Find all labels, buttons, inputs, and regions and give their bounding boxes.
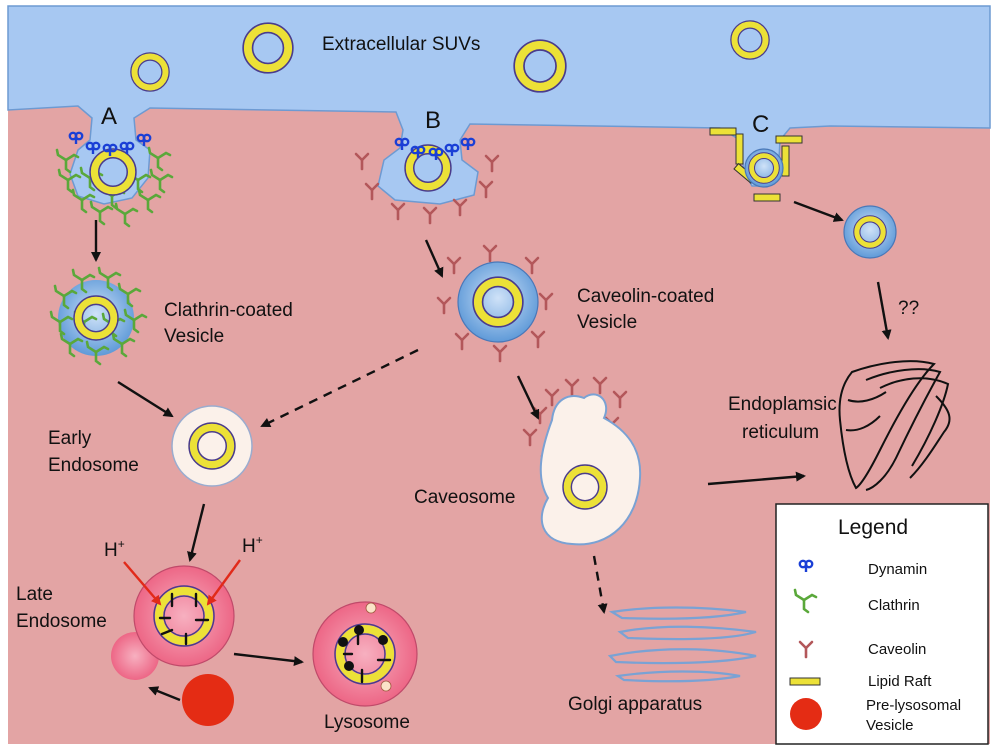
pathway-c-label: C xyxy=(752,111,769,138)
arrow-caveolin-to-early xyxy=(260,348,419,428)
clathrin-vesicle-label-2: Vesicle xyxy=(164,326,224,347)
pathway-a-label: A xyxy=(101,103,117,130)
legend-title: Legend xyxy=(838,516,908,539)
pre-lysosomal-vesicle-icon xyxy=(790,698,822,730)
caveosome-label: Caveosome xyxy=(414,487,515,508)
lipid-raft-pit xyxy=(709,127,803,202)
caveolin-coated-vesicle xyxy=(436,244,554,363)
arrow-early-to-late xyxy=(187,503,206,562)
pathway-b-label: B xyxy=(425,107,441,134)
legend-item-clathrin: Clathrin xyxy=(868,597,920,614)
legend-item-dynamin: Dynamin xyxy=(868,561,927,578)
legend-item-lipid-raft: Lipid Raft xyxy=(868,673,932,690)
caveolin-vesicle-label-1: Caveolin-coated xyxy=(577,286,714,307)
lipid-raft-icon xyxy=(789,677,821,686)
proton-label-left: H+ xyxy=(104,537,125,561)
legend-item-caveolin: Caveolin xyxy=(868,641,926,658)
arrow-raft-pit-to-vesicle xyxy=(793,200,844,222)
early-endosome xyxy=(171,405,253,487)
pre-lysosomal-vesicle xyxy=(182,674,234,726)
legend: Legend Dynamin Clathrin Caveolin Lipid R… xyxy=(775,503,989,745)
late-endosome xyxy=(111,565,235,680)
er-label-2: reticulum xyxy=(742,422,819,443)
late-endosome-label-1: Late xyxy=(16,584,53,605)
arrow-caveolin-to-caveosome xyxy=(516,375,540,420)
arrow-caveolin-pit-to-vesicle xyxy=(424,239,444,278)
caveosome xyxy=(522,376,642,546)
clathrin-coated-vesicle xyxy=(49,266,148,366)
lysosome xyxy=(312,601,418,707)
proton-label-right: H+ xyxy=(242,533,263,557)
late-endosome-label-2: Endosome xyxy=(16,611,107,632)
pathway-arrows xyxy=(91,200,892,702)
legend-item-pre-lysosomal-2: Vesicle xyxy=(866,717,914,734)
early-endosome-label-1: Early xyxy=(48,428,92,449)
unknown-pathway-label: ?? xyxy=(898,298,919,319)
proton-arrow-left xyxy=(123,561,162,606)
er-label-1: Endoplamsic xyxy=(728,394,837,415)
legend-item-pre-lysosomal: Pre-lysosomal xyxy=(866,697,961,714)
arrow-prelysosomal-to-late xyxy=(148,686,181,702)
arrow-raft-vesicle-to-er xyxy=(876,281,892,340)
arrow-clathrin-to-early xyxy=(117,380,174,418)
golgi-label: Golgi apparatus xyxy=(568,694,702,715)
clathrin-vesicle-label-1: Clathrin-coated xyxy=(164,300,293,321)
endoplasmic-reticulum xyxy=(838,360,951,491)
extracellular-label: Extracellular SUVs xyxy=(322,34,480,55)
early-endosome-label-2: Endosome xyxy=(48,455,139,476)
caveolin-vesicle-label-2: Vesicle xyxy=(577,312,637,333)
lysosome-label: Lysosome xyxy=(324,712,410,733)
golgi-apparatus xyxy=(607,606,757,683)
arrow-caveosome-to-er xyxy=(707,471,806,486)
raft-vesicle xyxy=(843,205,897,259)
arrow-late-to-lysosome xyxy=(233,652,304,667)
proton-arrow-right xyxy=(206,559,241,606)
